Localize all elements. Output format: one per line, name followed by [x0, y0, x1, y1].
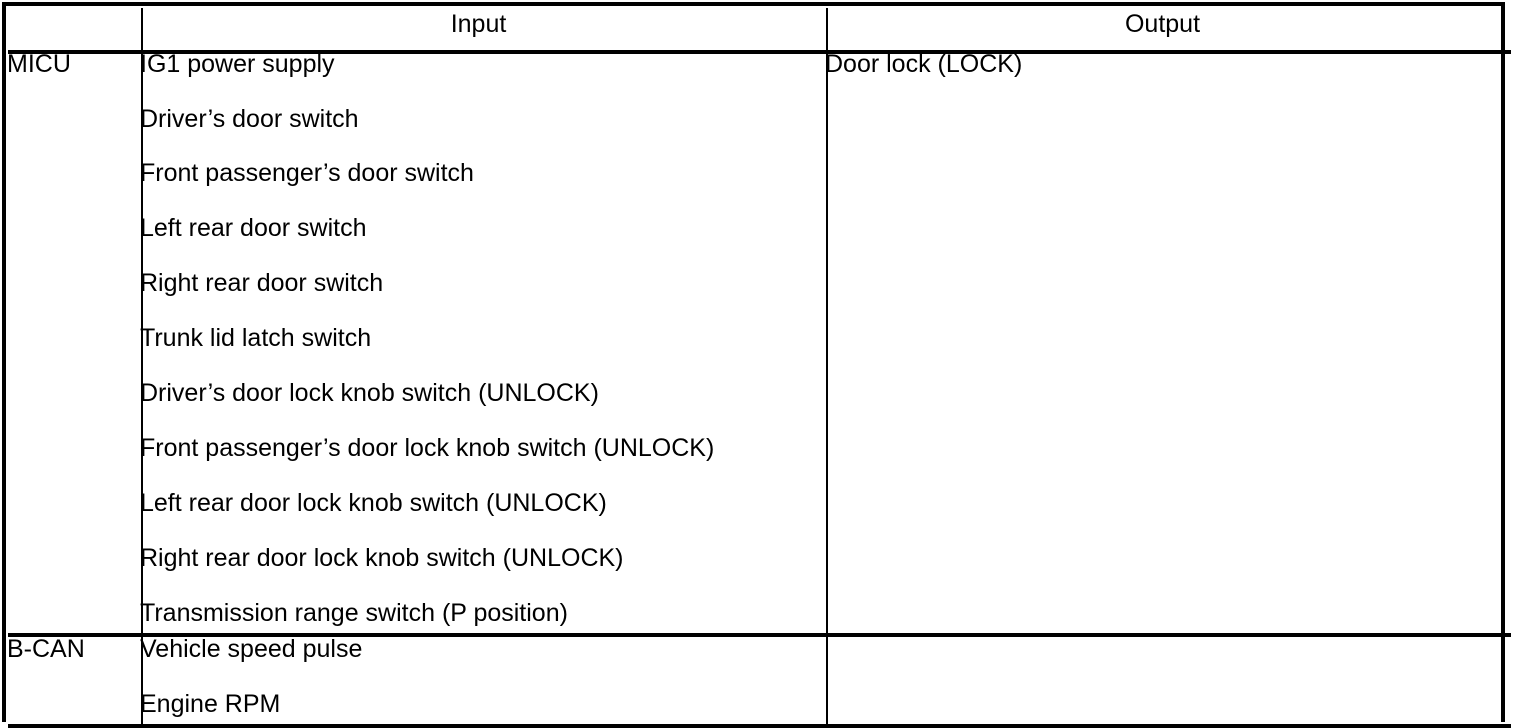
input-item: Front passenger’s door switch	[140, 159, 474, 187]
header-input: Input	[450, 10, 507, 38]
column-divider-input-output-header	[826, 8, 828, 52]
table-bottom-rule	[8, 724, 1511, 728]
input-item: Vehicle speed pulse	[140, 635, 363, 663]
section-separator-rule	[8, 633, 1511, 637]
input-item: Trunk lid latch switch	[140, 324, 372, 352]
input-item: Front passenger’s door lock knob switch …	[140, 434, 715, 462]
output-item: Door lock (LOCK)	[825, 50, 1023, 78]
section-label-micu: MICU	[7, 50, 71, 78]
header-output: Output	[1124, 10, 1201, 38]
input-item: IG1 power supply	[140, 50, 335, 78]
header-corner-cell	[6, 7, 134, 41]
input-item: Driver’s door switch	[140, 105, 359, 133]
column-divider-input-output-micu	[826, 53, 828, 635]
input-item: Left rear door lock knob switch (UNLOCK)	[140, 489, 607, 517]
header-separator-rule	[8, 50, 1511, 54]
input-item: Engine RPM	[140, 690, 281, 718]
input-item: Right rear door lock knob switch (UNLOCK…	[140, 544, 624, 572]
column-divider-label-input-micu	[141, 53, 143, 635]
input-item: Right rear door switch	[140, 269, 384, 297]
input-item: Driver’s door lock knob switch (UNLOCK)	[140, 379, 599, 407]
input-item: Left rear door switch	[140, 214, 367, 242]
column-divider-input-output-bcan	[826, 636, 828, 726]
column-divider-label-input-header	[141, 8, 143, 52]
column-divider-label-input-bcan	[141, 636, 143, 726]
input-item: Transmission range switch (P position)	[140, 599, 568, 627]
section-label-bcan: B-CAN	[7, 635, 85, 663]
